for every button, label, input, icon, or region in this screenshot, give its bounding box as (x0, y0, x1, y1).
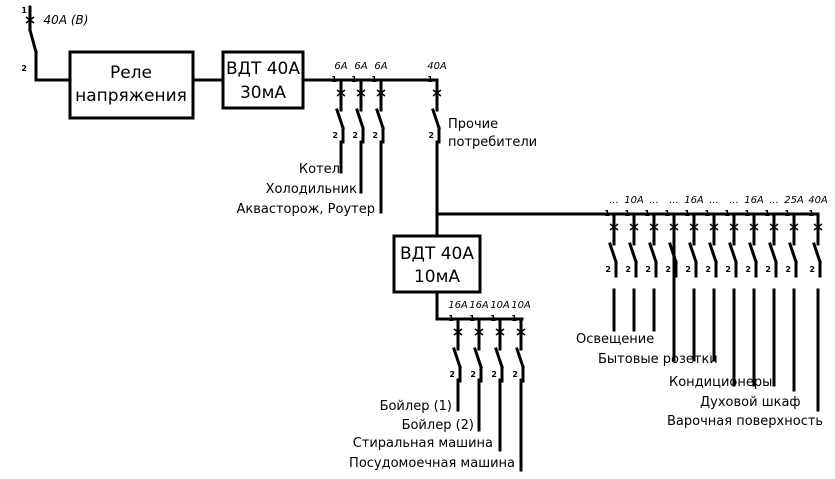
pin-label: 2 (625, 265, 631, 274)
pin-label: 2 (605, 265, 611, 274)
breakers: 126A126A126A1240A1216A1216A1210A1210A12.… (331, 61, 828, 383)
pin-label: 2 (470, 370, 476, 379)
rcd1-line1: ВДТ 40А (226, 59, 300, 79)
pin-label: 2 (785, 265, 791, 274)
pin-label: 2 (645, 265, 651, 274)
breaker-rating: 6A (334, 61, 347, 72)
pin-label: 2 (809, 265, 815, 274)
breaker-group3: 12... (604, 195, 619, 278)
relay-line2: напряжения (75, 86, 187, 106)
breaker-rating: 6A (354, 61, 367, 72)
main-breaker: 1 2 40A (B) (21, 5, 89, 82)
breaker-rating: 25A (784, 195, 804, 206)
breaker-rating: ... (709, 195, 719, 206)
breaker-rating: ... (649, 195, 659, 206)
rcd2-line1: ВДТ 40А (400, 244, 474, 264)
pin-label: 2 (685, 265, 691, 274)
load-label: Кондиционеры (669, 375, 772, 390)
pin-label: 2 (725, 265, 731, 274)
other-consumers-label-2: потребители (448, 135, 537, 150)
load-label: Духовой шкаф (700, 395, 801, 410)
breaker-group3: 12... (704, 195, 719, 278)
breaker-rating: 40A (427, 61, 447, 72)
load-label: Освещение (576, 332, 654, 347)
pin-label: 1 (351, 75, 357, 84)
breaker-rating: ... (769, 195, 779, 206)
pin-label: 2 (491, 370, 497, 379)
pin-label: 2 (372, 131, 378, 140)
pin-label: 1 (331, 75, 337, 84)
other-consumers-label-1: Прочие (448, 117, 498, 132)
breaker-rating: ... (609, 195, 619, 206)
breaker-group3: 12... (664, 195, 679, 278)
load-label: Котел (299, 162, 340, 177)
pin-label: 2 (21, 64, 27, 73)
rcd-30ma: ВДТ 40А 30мА (221, 50, 305, 110)
group2-loads: Бойлер (1) Бойлер (2) Стиральная машина … (349, 378, 523, 472)
breaker-rating: 10A (490, 300, 510, 311)
breaker-rating: 16A (448, 300, 468, 311)
rcd-10ma: ВДТ 40А 10мА (392, 234, 482, 294)
breaker-rating: 16A (684, 195, 704, 206)
load-label: Бытовые розетки (598, 352, 718, 367)
pin-label: 1 (371, 75, 377, 84)
breaker-rating: ... (669, 195, 679, 206)
load-label: Аквасторож, Роутер (236, 202, 375, 217)
main-breaker-rating: 40A (B) (44, 13, 89, 27)
breaker-rating: 40A (808, 195, 828, 206)
pin-label: 2 (705, 265, 711, 274)
pin-label: 2 (332, 131, 338, 140)
pin-label: 1 (427, 75, 433, 84)
voltage-relay: Реле напряжения (68, 50, 195, 120)
breaker-group3: 12... (724, 195, 739, 278)
relay-line1: Реле (110, 63, 152, 83)
load-label: Посудомоечная машина (349, 456, 515, 471)
load-label: Стиральная машина (353, 436, 493, 451)
rcd1-line2: 30мА (240, 83, 286, 103)
load-label: Бойлер (2) (402, 418, 474, 433)
breaker-rating: 10A (511, 300, 531, 311)
breaker-rating: 16A (744, 195, 764, 206)
breaker-rating: ... (729, 195, 739, 206)
breaker-rating: 6A (374, 61, 387, 72)
breaker-group1: 1 2 6A (371, 61, 388, 144)
pin-label: 2 (665, 265, 671, 274)
pin-label: 2 (428, 131, 434, 140)
breaker-rating: 16A (469, 300, 489, 311)
breaker-group3: 12... (644, 195, 659, 278)
load-label: Холодильник (266, 182, 357, 197)
pin-label: 2 (765, 265, 771, 274)
breaker-group1: 1 2 6A (331, 61, 348, 144)
pin-label: 2 (449, 370, 455, 379)
breaker-group3: 12... (764, 195, 779, 278)
pin-label: 2 (745, 265, 751, 274)
load-label: Варочная поверхность (667, 414, 823, 429)
pin-label: 1 (21, 6, 27, 15)
group3-loads: Освещение Бытовые розетки Кондиционеры Д… (576, 238, 823, 429)
group1-loads: Котел Холодильник Аквасторож, Роутер Про… (236, 117, 537, 217)
pin-label: 2 (352, 131, 358, 140)
rcd2-line2: 10мА (414, 267, 460, 287)
breaker-rating: 10A (624, 195, 644, 206)
load-label: Бойлер (1) (380, 399, 452, 414)
pin-label: 2 (512, 370, 518, 379)
breaker-group1: 1 2 6A (351, 61, 368, 144)
breaker-other-consumers: 1 2 40A (427, 61, 447, 144)
